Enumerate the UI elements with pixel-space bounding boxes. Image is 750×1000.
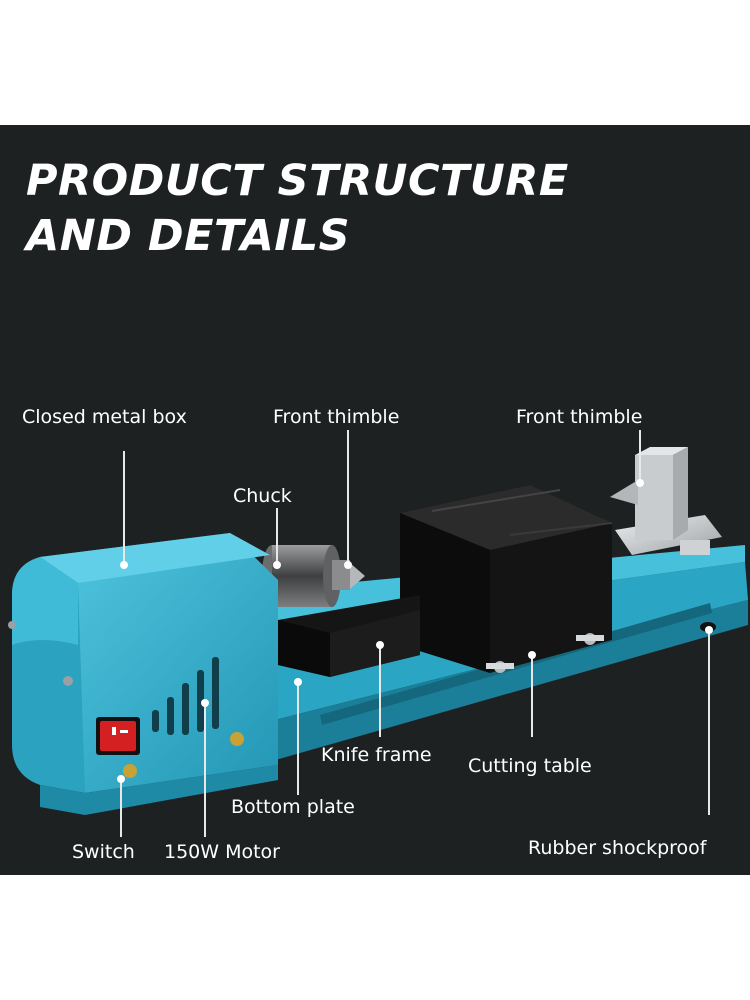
label-cutting-table: Cutting table (468, 755, 592, 777)
label-rubber-shockproof: Rubber shockproof (528, 837, 707, 859)
title-line-1: PRODUCT STRUCTURE (26, 156, 569, 206)
label-switch: Switch (72, 841, 135, 863)
cutting-table-shape (400, 485, 613, 673)
label-front-thimble-right: Front thimble (516, 406, 643, 428)
label-bottom-plate: Bottom plate (231, 796, 355, 818)
label-motor: 150W Motor (164, 841, 280, 863)
label-closed-metal-box: Closed metal box (22, 406, 187, 428)
label-knife-frame: Knife frame (321, 744, 432, 766)
label-chuck: Chuck (233, 485, 292, 507)
product-structure-panel: PRODUCT STRUCTURE AND DETAILS Closed met… (0, 125, 750, 875)
title-line-2: AND DETAILS (26, 211, 351, 261)
headstock-shape (8, 533, 278, 815)
mini-lathe-illustration (8, 430, 748, 837)
leader-dots (117, 479, 713, 783)
tailstock-shape (610, 447, 722, 555)
label-front-thimble-left: Front thimble (273, 406, 400, 428)
thumb-screws (486, 633, 604, 673)
knife-frame-shape (278, 595, 420, 677)
leader-lines (120, 430, 710, 837)
